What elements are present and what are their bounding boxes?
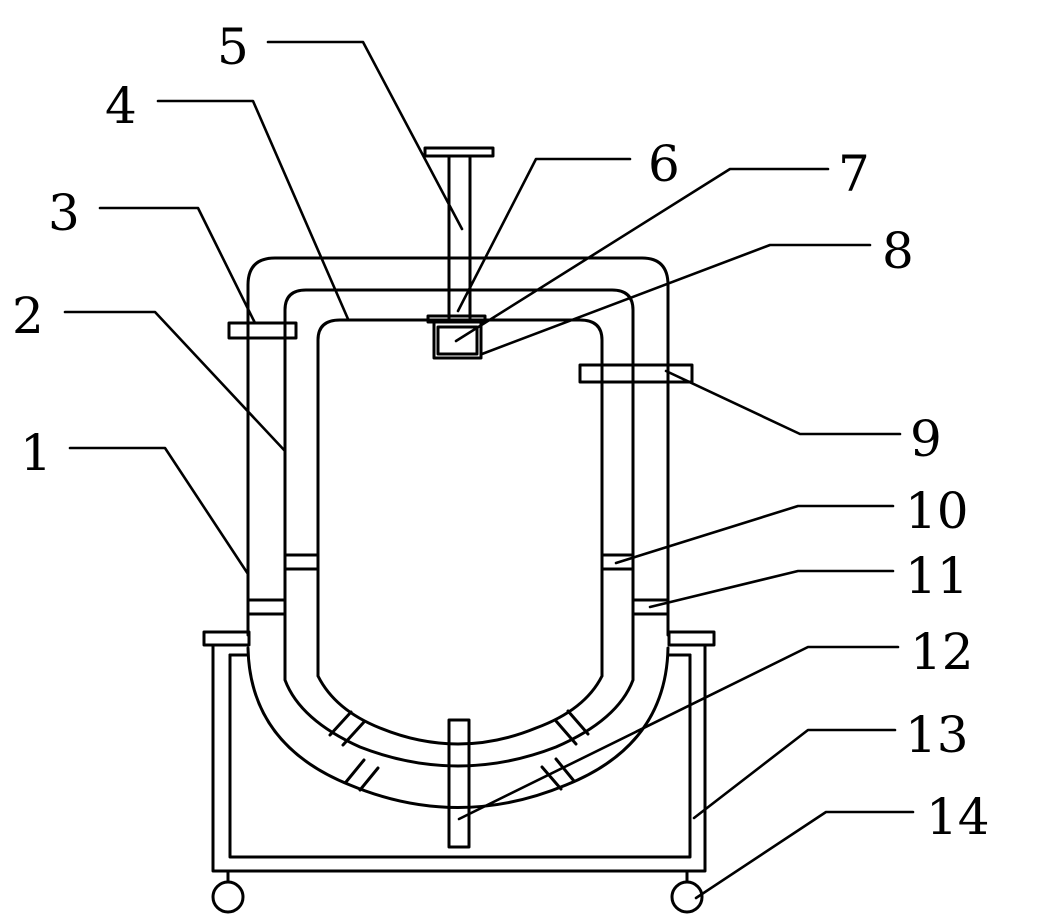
callout-labels: 1 2 3 4 5 6 7 8 9 10 11 12 13 14 <box>12 18 990 846</box>
leader-3 <box>100 208 255 323</box>
callout-13: 13 <box>905 706 969 764</box>
leader-9 <box>666 371 900 434</box>
support-frame <box>204 632 714 871</box>
callout-3: 3 <box>48 184 80 242</box>
leader-14 <box>696 812 913 898</box>
callout-7: 7 <box>838 145 870 203</box>
callout-8: 8 <box>882 222 914 280</box>
right-flange <box>580 365 692 382</box>
inner-vessel <box>318 320 602 744</box>
callout-4: 4 <box>105 77 137 135</box>
callout-5: 5 <box>217 18 249 76</box>
callout-12: 12 <box>910 623 974 681</box>
leader-13 <box>694 730 895 818</box>
callout-2: 2 <box>12 287 44 345</box>
leader-6 <box>458 159 630 311</box>
leader-2 <box>65 312 285 451</box>
leader-8 <box>482 245 870 354</box>
middle-wall <box>285 290 633 766</box>
side-spacers <box>248 555 668 614</box>
bottom-outlet <box>449 720 469 847</box>
leader-11 <box>650 571 893 607</box>
leader-10 <box>616 506 893 563</box>
leader-1 <box>70 448 248 574</box>
callout-9: 9 <box>910 410 942 468</box>
callout-11: 11 <box>905 547 969 605</box>
stirrer-handle <box>425 148 493 318</box>
callout-14: 14 <box>926 788 990 846</box>
leader-lines <box>65 42 913 898</box>
callout-1: 1 <box>20 424 52 482</box>
wheels <box>213 871 702 912</box>
leader-7 <box>456 169 828 341</box>
callout-6: 6 <box>648 135 680 193</box>
callout-10: 10 <box>905 482 969 540</box>
leader-4 <box>158 101 348 319</box>
